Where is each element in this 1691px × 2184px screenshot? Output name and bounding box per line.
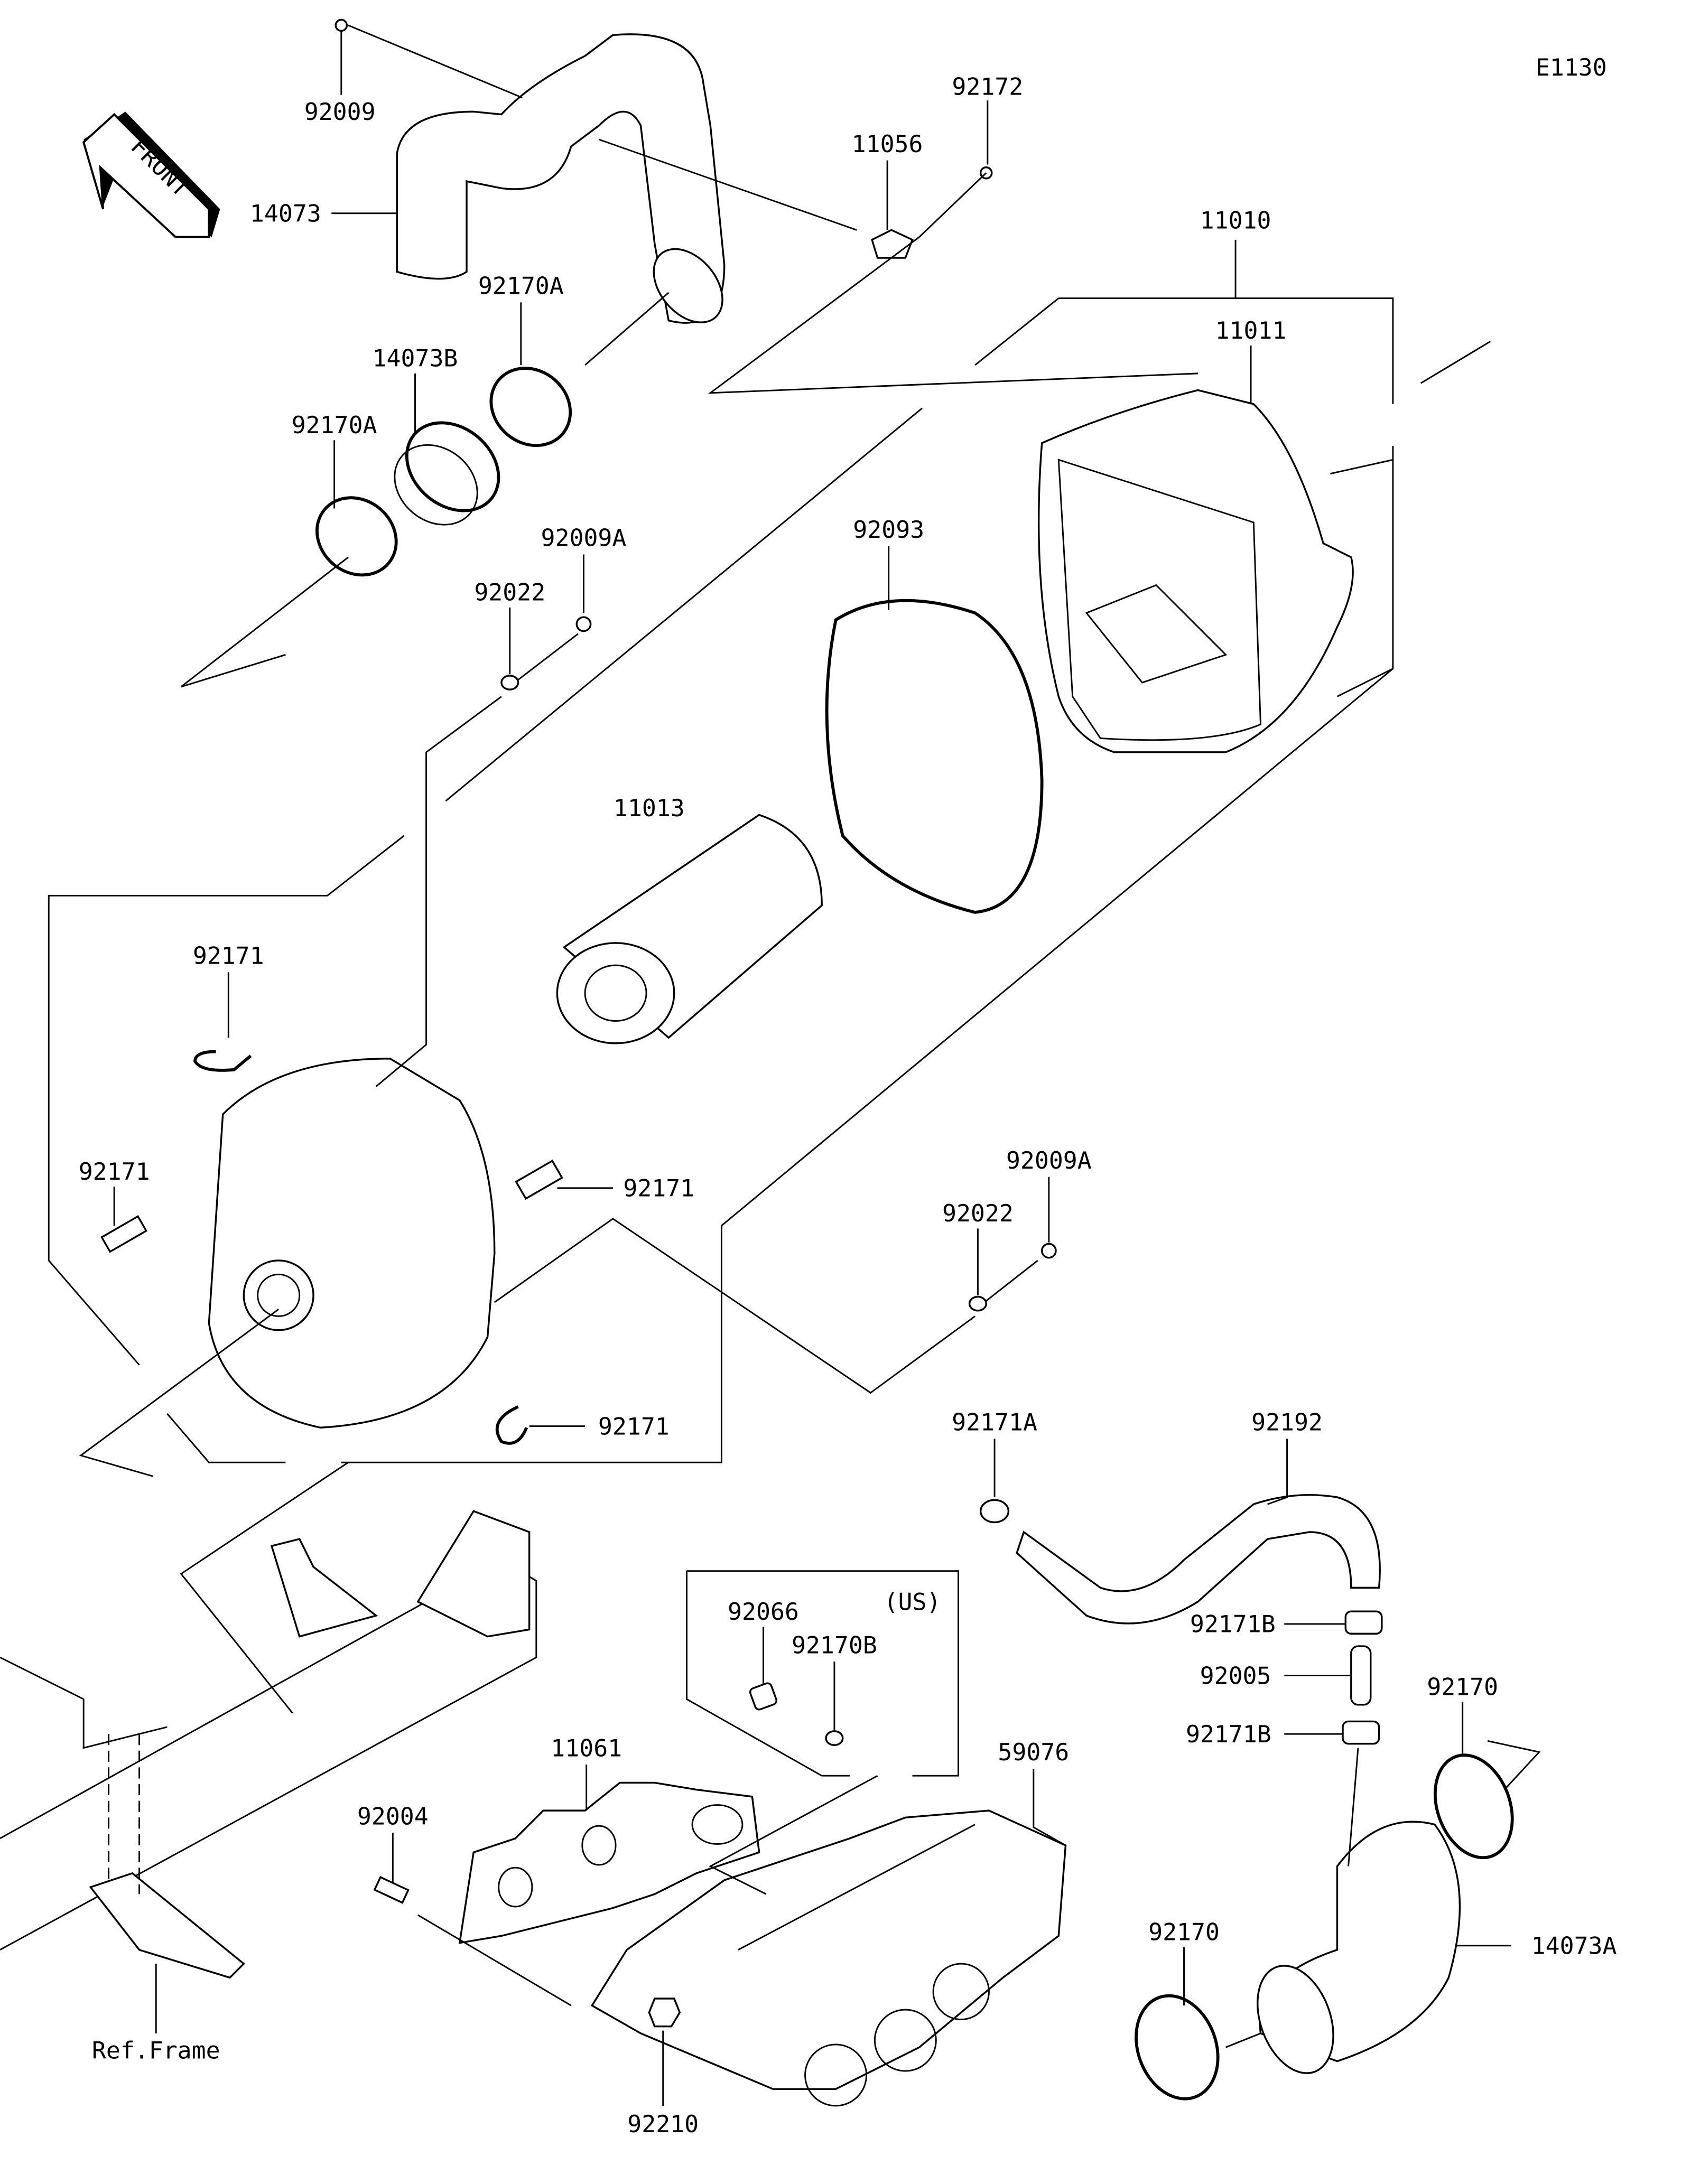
part-label: 14073B [373, 344, 458, 372]
washer-92022-lower [968, 1295, 987, 1312]
part-label: 92022 [942, 1199, 1014, 1227]
clip-92171-a [193, 1050, 252, 1072]
part-label: 92171B [1186, 1720, 1271, 1748]
hose-92192 [1016, 1494, 1381, 1625]
clip-92171-d [495, 1405, 528, 1445]
part-label: 92171 [623, 1174, 694, 1202]
part-label: 92192 [1251, 1408, 1323, 1436]
air-cleaner-cover [208, 1058, 496, 1429]
part-label: 92093 [853, 516, 924, 544]
part-label: 92004 [357, 1802, 429, 1830]
part-label: 59076 [998, 1738, 1069, 1766]
clamp-92170B [825, 1730, 844, 1746]
gasket-11061 [458, 1781, 760, 1944]
part-label: 92005 [1200, 1662, 1271, 1690]
hose-clamp-92170A-lower [315, 496, 398, 577]
part-label: 11056 [852, 130, 923, 158]
filter-element-11013 [556, 814, 823, 1044]
front-arrow-icon: FRONT [82, 111, 220, 238]
us-option-box [686, 1570, 959, 1777]
clip-92171-c [515, 1159, 563, 1200]
part-label: 92210 [627, 2110, 699, 2138]
cap-92066 [749, 1682, 777, 1711]
bolt-92009 [335, 18, 348, 32]
part-label: 11011 [1215, 316, 1287, 344]
us-market-label: (US) [884, 1588, 941, 1616]
diagram-code: E1130 [1536, 53, 1607, 81]
intake-manifold-59076 [590, 1809, 1067, 2107]
air-duct-14073 [396, 33, 726, 324]
part-label: 92022 [474, 578, 545, 606]
clamp-92171B-upper [1344, 1610, 1383, 1635]
air-cleaner-housing-11011 [1037, 389, 1354, 753]
leader-lines [48, 24, 1541, 2106]
part-label: 14073A [1531, 1932, 1617, 1960]
part-label: 92171B [1190, 1610, 1276, 1638]
part-label: 11013 [614, 794, 685, 822]
stud-92004 [373, 1875, 410, 1904]
reference-label: Ref.Frame [92, 2036, 220, 2064]
clamp-92170-upper [1433, 1753, 1514, 1860]
part-labels: E1130 92009 14073 92172 11056 11010 1101… [79, 53, 1617, 2138]
bracket-11056 [871, 229, 914, 259]
part-label: 92009 [304, 98, 376, 126]
bolt-92172 [918, 166, 993, 238]
clamp-92171A [979, 1499, 1010, 1524]
part-label: 92066 [728, 1598, 799, 1626]
part-label: 92170 [1427, 1673, 1498, 1701]
part-label: 92170A [292, 411, 377, 439]
part-label: 92170 [1148, 1918, 1220, 1946]
part-label: 92009A [541, 524, 627, 552]
part-label: 11061 [551, 1734, 622, 1762]
part-label: 92171A [952, 1408, 1037, 1436]
clip-92171-b [100, 1215, 148, 1253]
clamp-92170-lower [1135, 1994, 1220, 2101]
part-label: 14073 [250, 200, 321, 228]
part-label: 92170A [478, 272, 564, 300]
part-label: 92171 [193, 941, 264, 969]
screw-92009A-lower [1040, 1243, 1057, 1259]
part-label: 92171 [79, 1158, 150, 1186]
part-label: 92171 [598, 1412, 670, 1440]
gasket-92093 [825, 599, 1044, 914]
frame-ref [0, 1510, 537, 1979]
washer-92022-upper [500, 675, 519, 690]
part-label: 92170B [792, 1631, 877, 1659]
coupling-14073B [394, 421, 500, 526]
screw-92009A-upper [575, 616, 592, 632]
clamp-92171B-lower [1342, 1720, 1380, 1745]
part-label: 11010 [1200, 207, 1271, 235]
joint-92005 [1350, 1645, 1372, 1706]
hose-clamp-92170A-upper [489, 367, 572, 447]
part-label: 92172 [952, 73, 1023, 101]
part-label: 92009A [1006, 1146, 1092, 1174]
nut-92210 [648, 1998, 681, 2028]
intake-duct-14073A [1257, 1821, 1461, 2074]
